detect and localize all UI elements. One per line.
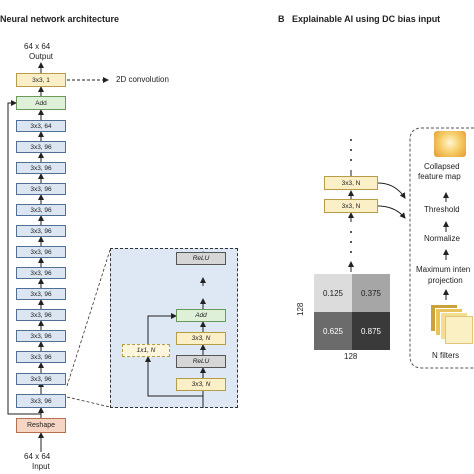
grid-cell: 0.125	[314, 274, 352, 312]
reshape-box: Reshape	[16, 418, 66, 433]
grid-dim-vertical: 128	[296, 302, 305, 316]
inset-skip-conv: 1x1, N	[122, 344, 170, 357]
panel-b-conv-top: 3x3, N	[324, 176, 378, 190]
inset-relu-bottom: ReLU	[176, 355, 226, 368]
layer-box: 3x3, 96	[16, 351, 66, 363]
feature-map-label: feature map	[418, 172, 461, 181]
filter-image	[445, 316, 473, 344]
collapsed-label: Collapsed	[424, 162, 460, 171]
layer-label: 3x3, 96	[30, 397, 52, 405]
layer-box: 3x3, 96	[16, 267, 66, 279]
layer-box: 3x3, 96	[16, 330, 66, 342]
grid-cell-value: 0.375	[360, 288, 382, 298]
grid-cell-value: 0.125	[322, 288, 344, 298]
layer-box: 3x3, 96	[16, 373, 66, 385]
projection-label: projection	[428, 276, 463, 285]
input-size: 64 x 64	[24, 452, 51, 461]
output-label: Output	[29, 52, 54, 61]
layer-box: 3x3, 96	[16, 141, 66, 153]
output-layer-box: 3x3, 1	[16, 73, 66, 87]
grid-cell-value: 0.875	[360, 326, 382, 336]
grid-cell: 0.875	[352, 312, 390, 350]
threshold-label: Threshold	[424, 205, 460, 214]
inset-conv-top: 3x3, N	[176, 332, 226, 345]
filters-label: N filters	[432, 351, 460, 360]
layer-box: 3x3, 96	[16, 246, 66, 258]
max-intensity-label: Maximum inten	[416, 265, 471, 274]
add-box: Add	[16, 96, 66, 110]
conv-annotation: 2D convolution	[116, 75, 169, 84]
inset-conv-bottom: 3x3, N	[176, 378, 226, 391]
layer-box: 3x3, 96	[16, 162, 66, 174]
grid-cell: 0.625	[314, 312, 352, 350]
layer-box-last: 3x3, 96	[16, 394, 66, 408]
layer-box: 3x3, 64	[16, 120, 66, 132]
panel-a-title: Neural network architecture	[0, 14, 120, 24]
inset-relu-top: ReLU	[176, 252, 226, 265]
dc-bias-grid: 0.125 0.375 0.625 0.875	[314, 274, 390, 350]
grid-cell: 0.375	[352, 274, 390, 312]
panel-b-title: Explainable AI using DC bias input	[292, 14, 441, 24]
input-label: Input	[32, 462, 50, 471]
normalize-label: Normalize	[424, 234, 461, 243]
panel-b-letter: B	[278, 14, 285, 24]
output-size: 64 x 64	[24, 42, 51, 51]
panel-b-conv-bottom: 3x3, N	[324, 199, 378, 213]
layer-box: 3x3, 96	[16, 204, 66, 216]
layer-box: 3x3, 96	[16, 288, 66, 300]
layer-box: 3x3, 96	[16, 309, 66, 321]
layer-box: 3x3, 96	[16, 183, 66, 195]
layer-box: 3x3, 96	[16, 225, 66, 237]
inset-add: Add	[176, 309, 226, 322]
collapsed-feature-map-image	[434, 131, 466, 157]
grid-dim-horizontal: 128	[344, 352, 358, 361]
grid-cell-value: 0.625	[322, 326, 344, 336]
filter-stack	[430, 304, 474, 344]
